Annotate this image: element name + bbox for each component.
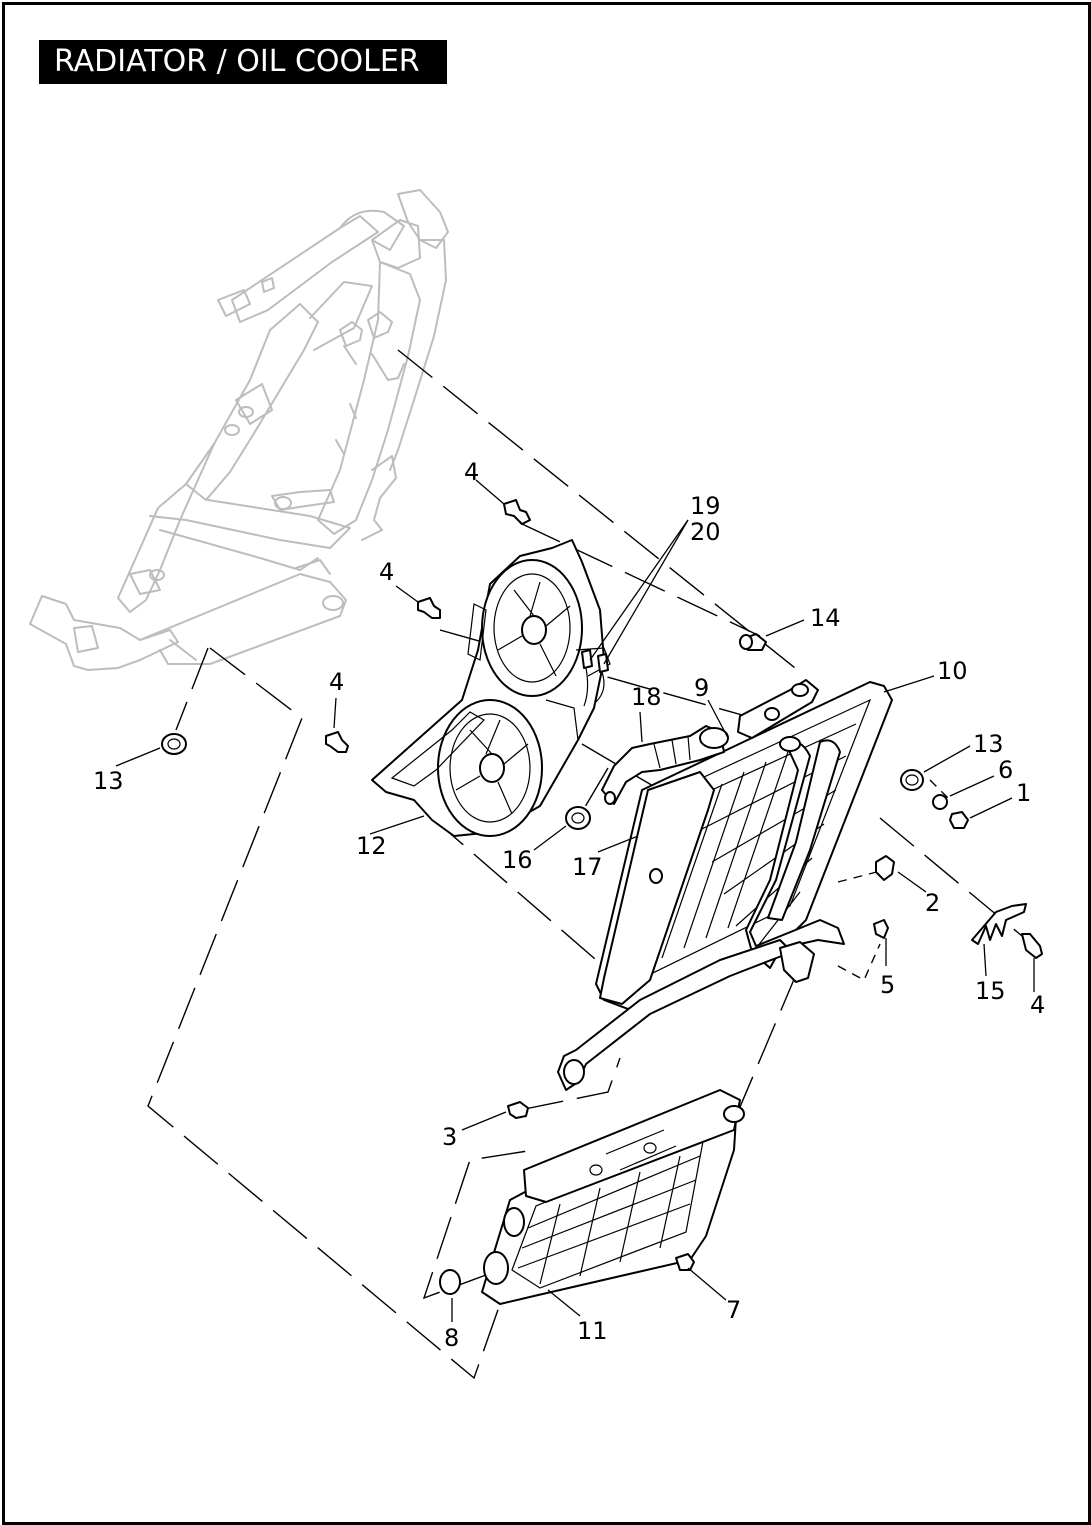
callout-20: 20 (690, 518, 721, 546)
callout-4b: 4 (379, 558, 394, 586)
callout-16: 16 (502, 846, 533, 874)
callout-11: 11 (577, 1317, 608, 1345)
bolt-5 (873, 919, 889, 939)
bolt-2 (875, 855, 895, 881)
nut-1 (949, 811, 969, 829)
alignment-lines (147, 349, 1023, 1380)
callout-1: 1 (1016, 779, 1031, 807)
grommet-13-right (900, 769, 924, 791)
callout-8: 8 (444, 1324, 459, 1352)
cap-16 (565, 806, 591, 830)
callout-3: 3 (442, 1123, 457, 1151)
callout-15: 15 (975, 977, 1006, 1005)
callout-labels: 4 19 20 4 14 10 4 18 9 13 6 1 13 12 16 1… (93, 458, 1045, 1352)
radiator (595, 679, 893, 1013)
callout-14: 14 (810, 604, 841, 632)
callout-13-left: 13 (93, 767, 124, 795)
motorcycle-frame-ghost (29, 189, 449, 671)
callout-19: 19 (690, 492, 721, 520)
radiator-hose (601, 725, 729, 805)
grommet-14 (739, 633, 767, 651)
callout-7: 7 (726, 1296, 741, 1324)
screws-4 (325, 499, 1043, 959)
callout-17: 17 (572, 853, 603, 881)
callout-12: 12 (356, 832, 387, 860)
page-title: RADIATOR / OIL COOLER (39, 40, 447, 84)
callout-4d: 4 (1030, 991, 1045, 1019)
callout-18: 18 (631, 683, 662, 711)
grommet-13-left (161, 733, 187, 755)
fan-shroud-assembly (371, 539, 611, 837)
callout-13-right: 13 (973, 730, 1004, 758)
callout-10: 10 (937, 657, 968, 685)
leader-lines (115, 479, 1035, 1322)
bracket-15 (971, 903, 1027, 945)
washer-6 (932, 794, 948, 810)
oil-cooler (481, 1089, 745, 1305)
callout-4a: 4 (464, 458, 479, 486)
o-ring-8 (439, 1269, 461, 1295)
callout-5: 5 (880, 971, 895, 999)
nut-7 (675, 1253, 695, 1271)
oil-line (557, 939, 815, 1091)
callout-9: 9 (694, 674, 709, 702)
callout-2: 2 (925, 889, 940, 917)
callout-6: 6 (998, 756, 1013, 784)
bolt-3 (507, 1101, 529, 1119)
fan-wire-connectors (581, 649, 609, 707)
callout-4c: 4 (329, 668, 344, 696)
